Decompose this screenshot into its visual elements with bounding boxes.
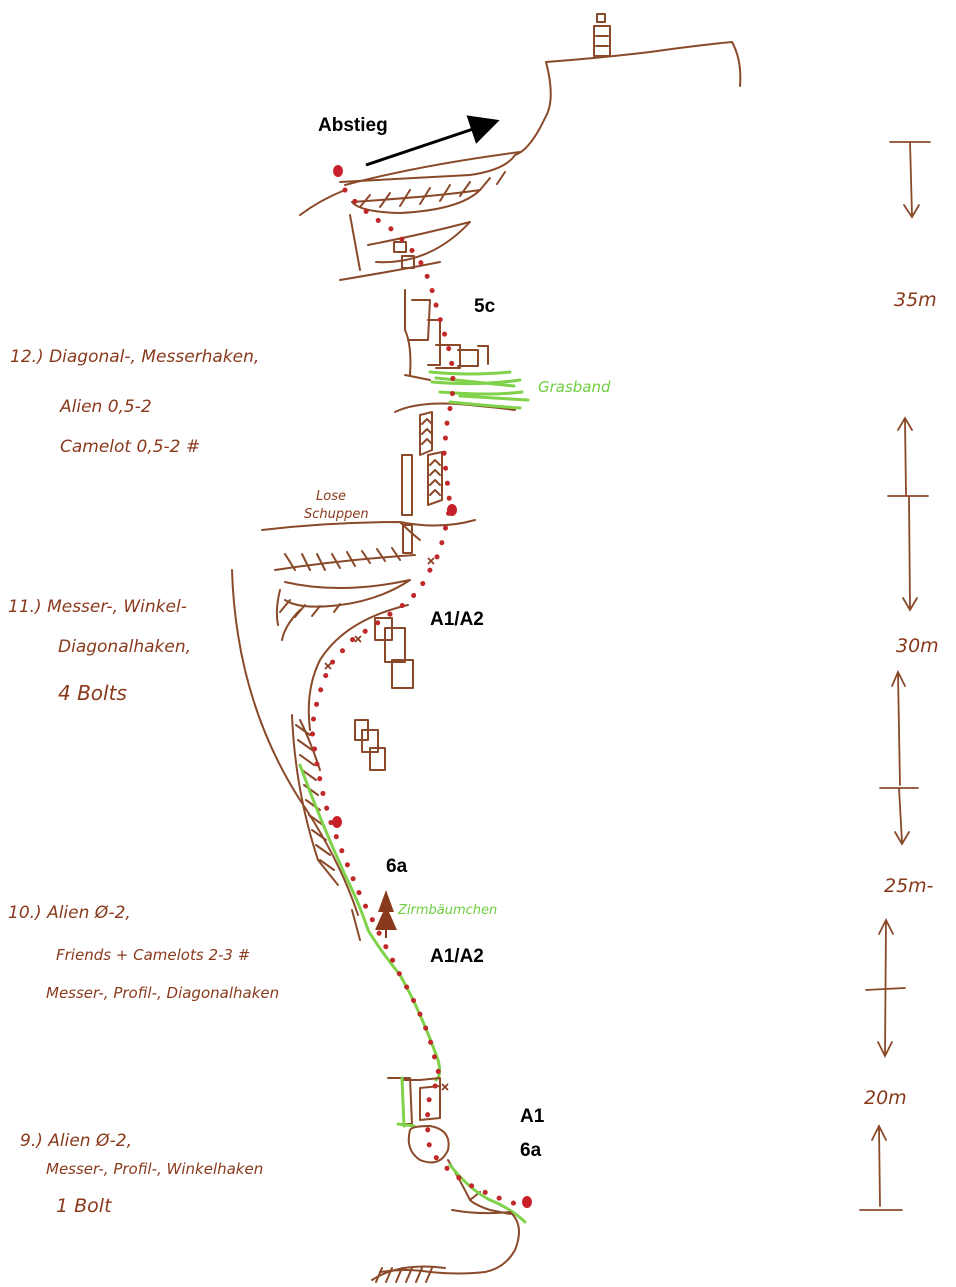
pitch-10-line-1: 10.) Alien Ø-2, (8, 903, 131, 923)
height-scale: 35m 30m 25m- 20m (860, 142, 939, 1210)
scale-label-25m: 25m- (884, 875, 934, 897)
top-roof (300, 152, 520, 215)
grade-label-a1a2-upper: A1/A2 (430, 609, 484, 630)
pitch-12-line-3: Camelot 0,5-2 # (60, 437, 200, 457)
belay-points (332, 165, 532, 1208)
pitch-11-line-3: 4 Bolts (58, 681, 127, 705)
pitch-9-line-2: Messer-, Profil-, Winkelhaken (46, 1160, 263, 1178)
pitch-10-line-2: Friends + Camelots 2-3 # (56, 946, 250, 964)
loose-flakes-label-line1: Lose (316, 489, 346, 504)
pitch-12-line-1: 12.) Diagonal-, Messerhaken, (10, 347, 259, 367)
scale-label-30m: 30m (896, 635, 939, 657)
grade-label-5c: 5c (474, 296, 496, 317)
summit-tower (594, 14, 610, 56)
grade-label-6a-upper: 6a (386, 856, 408, 877)
grade-label-a1a2-lower: A1/A2 (430, 946, 484, 967)
scale-label-35m: 35m (894, 289, 937, 311)
overhang-pitch-11 (275, 548, 415, 640)
grade-label-a1: A1 (520, 1106, 545, 1127)
grass-ledge-label: Grasband (538, 378, 611, 396)
grass-crack-pitch-10 (300, 765, 440, 1080)
block-under-roof (340, 215, 470, 280)
pitch-12-line-2: Alien 0,5-2 (59, 397, 152, 417)
pitch-10-description: 10.) Alien Ø-2, Friends + Camelots 2-3 #… (8, 903, 279, 1002)
loose-flakes-label-line2: Schuppen (304, 507, 369, 522)
pitch-9-line-1: 9.) Alien Ø-2, (20, 1131, 132, 1151)
descent-label: Abstieg (318, 115, 388, 136)
grade-label-6a-lower: 6a (520, 1140, 542, 1161)
pitch-9-description: 9.) Alien Ø-2, Messer-, Profil-, Winkelh… (20, 1131, 263, 1217)
pitch-9-features (372, 1078, 525, 1282)
dihedral-pitch-10 (292, 715, 360, 940)
chimney-chevrons (402, 412, 442, 553)
scale-label-20m: 20m (864, 1087, 907, 1109)
summit-rock-outline (340, 42, 740, 182)
flake-ledge (262, 520, 475, 540)
pine-label: Zirmbäumchen (397, 903, 497, 918)
pitch-10-line-3: Messer-, Profil-, Diagonalhaken (46, 984, 279, 1002)
pitch-12-description: 12.) Diagonal-, Messerhaken, Alien 0,5-2… (10, 347, 259, 457)
pitch-11-line-1: 11.) Messer-, Winkel- (8, 597, 187, 617)
pitch-11-line-2: Diagonalhaken, (58, 637, 191, 657)
pitch-9-line-3: 1 Bolt (56, 1195, 113, 1217)
route-line (312, 190, 520, 1205)
pitch-11-description: 11.) Messer-, Winkel- Diagonalhaken, 4 B… (8, 597, 191, 705)
pitch-11-blocks (355, 618, 413, 770)
piton-marks (325, 558, 448, 1090)
